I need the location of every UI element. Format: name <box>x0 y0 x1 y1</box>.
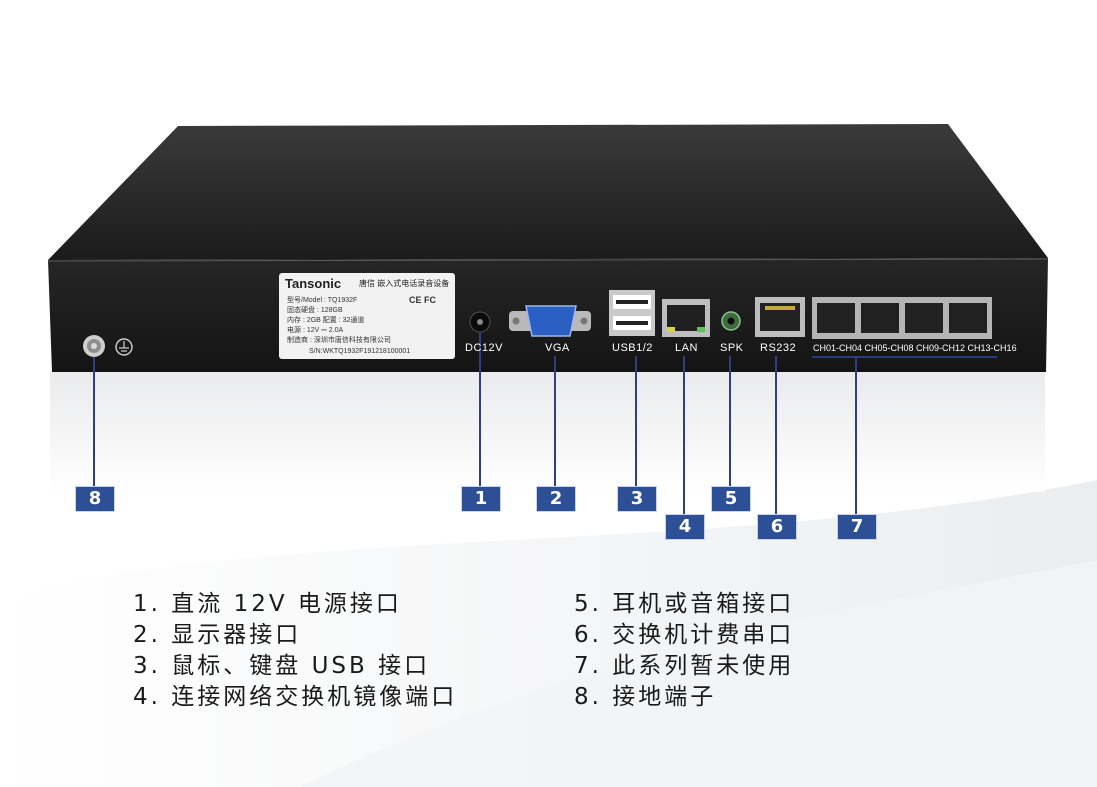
legend-item-5: 5. 耳机或音箱接口 <box>574 591 795 617</box>
legend-item-3: 3. 鼠标、键盘 USB 接口 <box>133 653 431 679</box>
legend-item-6: 6. 交换机计费串口 <box>574 622 795 648</box>
rs232-port <box>755 297 805 337</box>
ground-icon <box>115 338 133 356</box>
badge-1: 1 <box>461 486 501 512</box>
label-rs232: RS232 <box>760 342 797 354</box>
spk-jack <box>721 311 741 331</box>
badge-3: 3 <box>617 486 657 512</box>
ground-terminal <box>83 335 105 357</box>
legend-item-4: 4. 连接网络交换机镜像端口 <box>133 684 458 710</box>
label-dc12v: DC12V <box>465 342 503 354</box>
badge-4: 4 <box>665 514 705 540</box>
usb-ports <box>609 290 655 336</box>
legend-right: 5. 耳机或音箱接口 6. 交换机计费串口 7. 此系列暂未使用 8. 接地端子 <box>574 589 794 713</box>
sticker-brand: Tansonic <box>285 276 342 291</box>
channel-ports <box>812 297 997 358</box>
legend-left: 1. 直流 12V 电源接口 2. 显示器接口 3. 鼠标、键盘 USB 接口 … <box>133 589 457 713</box>
label-lan: LAN <box>675 342 698 354</box>
dc-jack <box>469 311 491 333</box>
product-label-sticker: Tansonic 唐信 嵌入式电话录音设备 型号/Model : TQ1932F… <box>279 273 455 359</box>
badge-6: 6 <box>757 514 797 540</box>
cert-marks: CE FC <box>409 295 436 305</box>
sticker-line: 制造商 : 深圳市唐信科技有限公司 <box>287 337 391 344</box>
legend-item-1: 1. 直流 12V 电源接口 <box>133 591 402 617</box>
sticker-serial: S/N:WKTQ1932F191218100001 <box>309 348 411 355</box>
sticker-product: 嵌入式电话录音设备 <box>377 279 450 288</box>
vga-port <box>509 305 591 337</box>
badge-5: 5 <box>711 486 751 512</box>
label-vga: VGA <box>545 342 570 354</box>
sticker-line: 内存 : 2GB 配置 : 32通道 <box>287 317 365 324</box>
badge-8: 8 <box>75 486 115 512</box>
sticker-line: 型号/Model : TQ1932F <box>287 297 358 304</box>
legend-item-7: 7. 此系列暂未使用 <box>574 653 795 679</box>
label-spk: SPK <box>720 342 744 354</box>
legend-item-8: 8. 接地端子 <box>574 684 717 710</box>
label-channels: CH01-CH04 CH05-CH08 CH09-CH12 CH13-CH16 <box>813 343 1017 353</box>
chassis-top <box>48 124 1048 260</box>
sticker-brand-cn: 唐信 <box>359 279 375 288</box>
badge-7: 7 <box>837 514 877 540</box>
legend-item-2: 2. 显示器接口 <box>133 622 302 648</box>
sticker-line: 电源 : 12V ⎓ 2.0A <box>287 327 344 334</box>
label-usb: USB1/2 <box>612 342 653 354</box>
sticker-line: 固态硬盘 : 128GB <box>287 307 343 314</box>
lan-port <box>662 299 710 337</box>
badge-2: 2 <box>536 486 576 512</box>
